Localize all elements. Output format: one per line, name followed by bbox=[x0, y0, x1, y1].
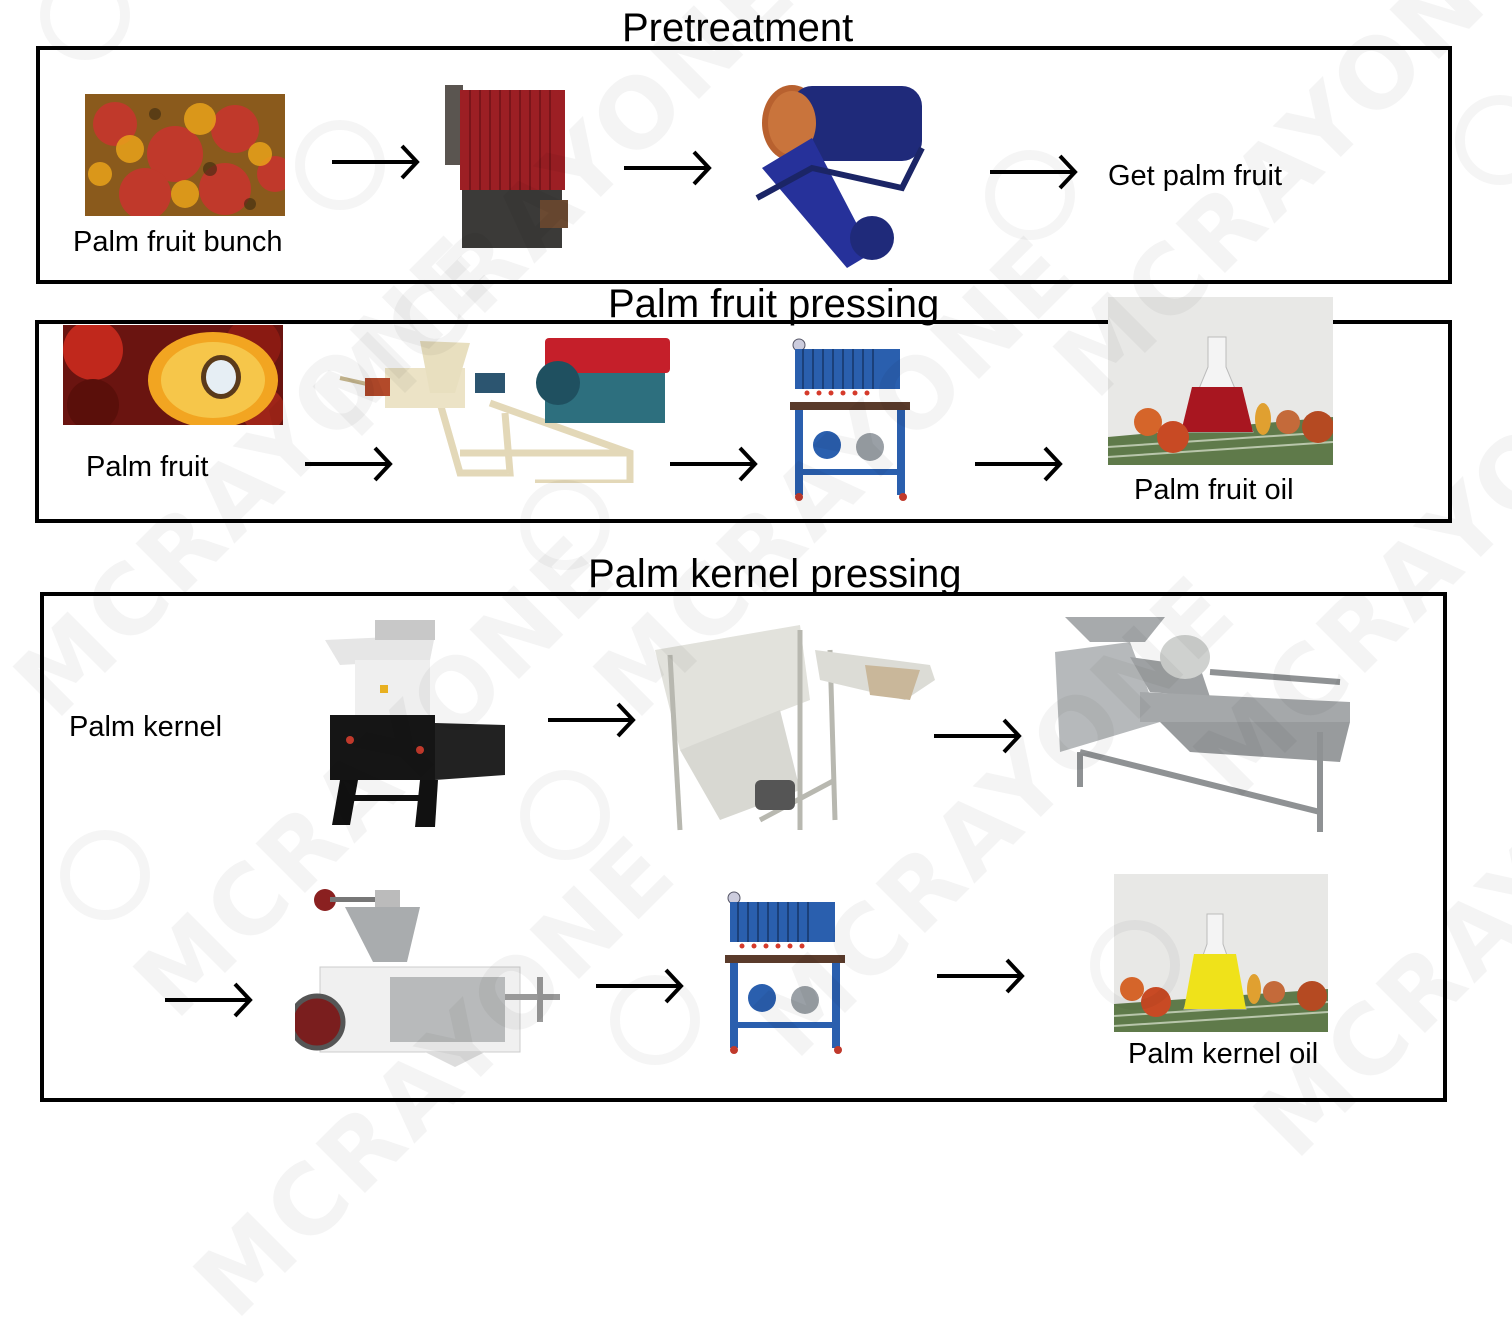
step-label-get-palm-fruit: Get palm fruit bbox=[1108, 160, 1283, 192]
step-label-palm-fruit-bunch: Palm fruit bunch bbox=[73, 226, 283, 258]
step-label-palm-kernel-oil: Palm kernel oil bbox=[1128, 1038, 1319, 1070]
arrow-icon bbox=[935, 956, 1025, 996]
sterilizer-tank-image bbox=[440, 80, 570, 250]
arrow-icon bbox=[594, 966, 684, 1006]
yellow-kernel-oil-flask-image bbox=[1114, 874, 1328, 1032]
kernel-shell-separator-image bbox=[1050, 612, 1360, 837]
arrow-icon bbox=[303, 444, 393, 484]
arrow-icon bbox=[622, 148, 712, 188]
arrow-icon bbox=[668, 444, 758, 484]
section-box-palm-fruit-pressing bbox=[35, 320, 1452, 523]
arrow-icon bbox=[163, 980, 253, 1020]
step-label-palm-fruit: Palm fruit bbox=[86, 451, 209, 483]
palm-fruit-image bbox=[63, 325, 283, 425]
section-box-pretreatment bbox=[36, 46, 1452, 284]
screw-oil-press-image bbox=[295, 882, 565, 1072]
arrow-icon bbox=[330, 142, 420, 182]
section-title-pretreatment: Pretreatment bbox=[622, 6, 854, 50]
arrow-icon bbox=[546, 700, 636, 740]
kernel-crusher-image bbox=[320, 615, 510, 830]
rotary-drum-thresher-image bbox=[752, 78, 932, 274]
red-palm-oil-flask-image bbox=[1108, 297, 1333, 465]
section-box-palm-kernel-pressing bbox=[40, 592, 1447, 1102]
arrow-icon bbox=[973, 444, 1063, 484]
kernel-separator-image bbox=[650, 620, 940, 840]
section-title-palm-kernel-pressing: Palm kernel pressing bbox=[588, 552, 962, 596]
screw-press-diesel-engine-image bbox=[330, 333, 675, 483]
step-label-palm-kernel: Palm kernel bbox=[69, 711, 223, 743]
arrow-icon bbox=[988, 152, 1078, 192]
section-title-palm-fruit-pressing: Palm fruit pressing bbox=[608, 282, 940, 326]
palm-fruit-bunch-image bbox=[85, 94, 285, 216]
plate-filter-press-image bbox=[785, 337, 920, 502]
watermark-logo-icon bbox=[1455, 95, 1512, 185]
arrow-icon bbox=[932, 716, 1022, 756]
step-label-palm-fruit-oil: Palm fruit oil bbox=[1134, 474, 1294, 506]
plate-filter-press-image bbox=[720, 890, 855, 1055]
